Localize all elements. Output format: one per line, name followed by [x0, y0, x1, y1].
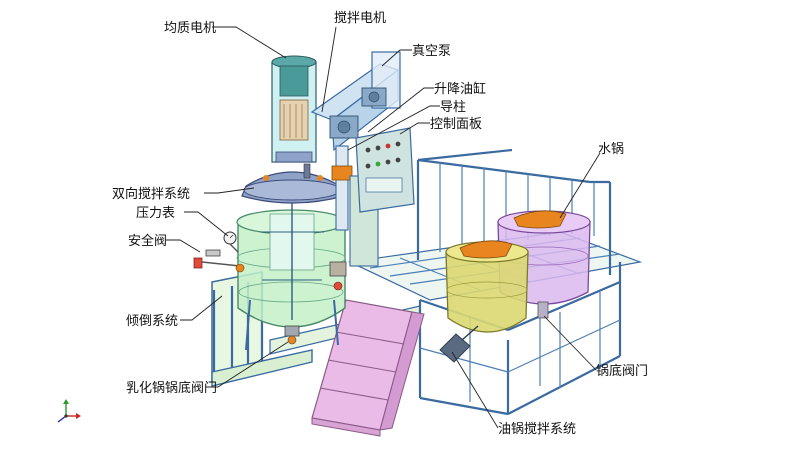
label-emulsifying-pot-bottom-valve: 乳化锅锅底阀门 — [126, 380, 217, 396]
label-pressure-gauge: 压力表 — [136, 206, 175, 221]
label-pot-bottom-valve: 锅底阀门 — [596, 363, 648, 379]
label-guide-column: 导柱 — [440, 100, 466, 115]
stirring-motor-arm — [310, 51, 401, 152]
callout-labels: 均质电机 搅拌电机 真空泵 升降油缸 导柱 控制面板 水锅 双向搅拌系统 压力表… — [112, 10, 648, 437]
control-panel — [355, 127, 415, 213]
label-stirring-motor: 搅拌电机 — [334, 10, 386, 26]
label-vacuum-pump: 真空泵 — [412, 44, 451, 59]
oil-pot — [439, 240, 529, 363]
label-lift-cylinder: 升降油缸 — [434, 81, 486, 97]
homogenizer-motor — [271, 55, 317, 163]
emulsifying-vessel — [236, 200, 346, 351]
label-safety-valve: 安全阀 — [128, 233, 167, 249]
vessel-lid — [241, 163, 345, 204]
label-oil-pot-stirring: 油锅搅拌系统 — [498, 421, 576, 437]
label-control-panel: 控制面板 — [430, 117, 482, 132]
access-stairs — [311, 299, 425, 437]
label-homogenizer-motor: 均质电机 — [164, 21, 216, 36]
label-bidirectional-stirring: 双向搅拌系统 — [112, 186, 190, 202]
leader-lines — [166, 26, 601, 429]
xyz-axis-icon — [57, 399, 81, 423]
label-tilting-system: 倾倒系统 — [126, 314, 178, 329]
label-water-pot: 水锅 — [598, 141, 624, 157]
